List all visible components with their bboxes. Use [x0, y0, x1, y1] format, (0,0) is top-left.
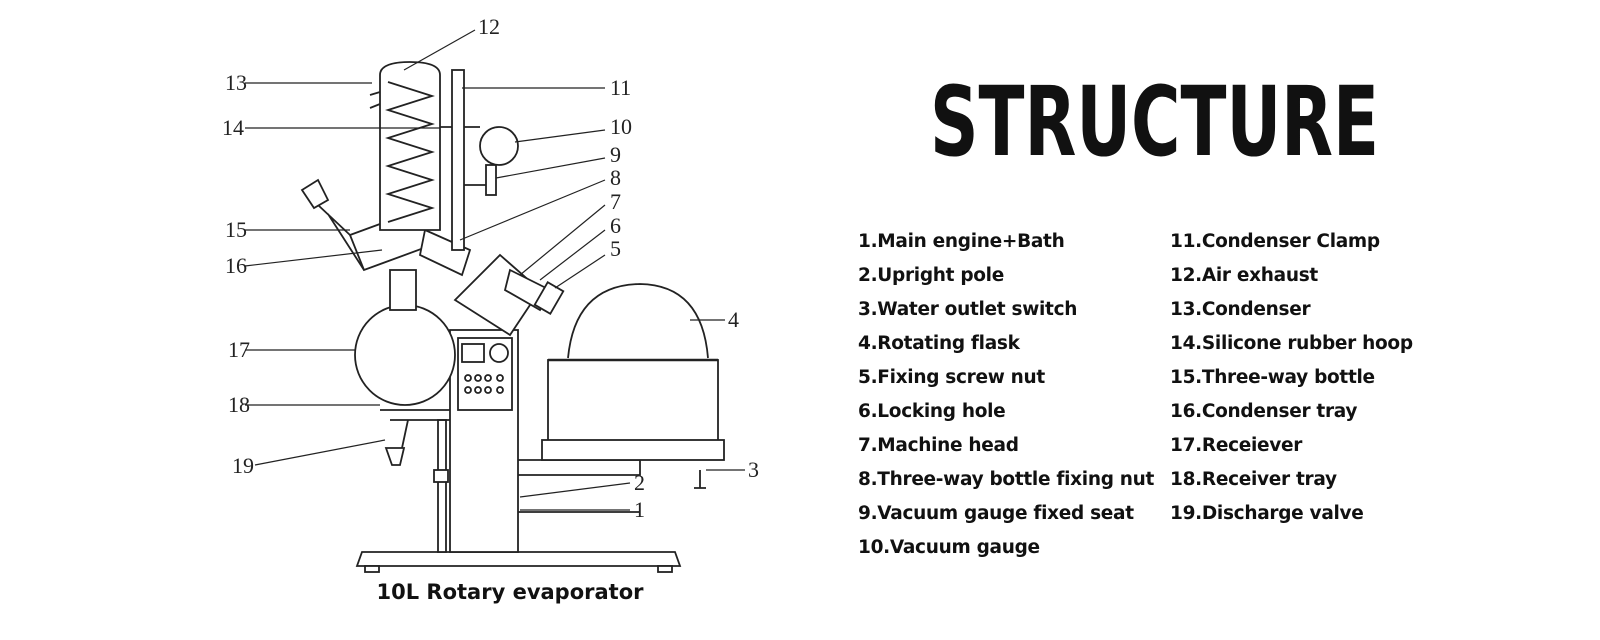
page-title: STRUCTURE: [930, 66, 1380, 178]
upright-pole: [433, 419, 449, 553]
legend-item: 14.Silicone rubber hoop: [1170, 333, 1413, 354]
legend-column-right: 11.Condenser Clamp 12.Air exhaust 13.Con…: [1170, 228, 1413, 534]
diagram-caption: 10L Rotary evaporator: [376, 580, 644, 604]
legend-item: 5.Fixing screw nut: [858, 367, 1045, 388]
legend-item: 2.Upright pole: [858, 265, 1004, 286]
callout-4: 4: [728, 307, 739, 332]
legend-item: 7.Machine head: [858, 435, 1019, 456]
legend-item: 8.Three-way bottle fixing nut: [858, 469, 1155, 490]
callout-5: 5: [610, 236, 621, 261]
legend-item: 17.Receiever: [1170, 435, 1303, 456]
callout-14: 14: [222, 115, 244, 140]
receiver-flask: [354, 269, 456, 466]
legend-item: 11.Condenser Clamp: [1170, 231, 1380, 252]
callout-12: 12: [478, 14, 500, 39]
callout-15: 15: [225, 217, 247, 242]
legend-item: 6.Locking hole: [858, 401, 1006, 422]
machine-head: [453, 253, 565, 337]
legend-item: 4.Rotating flask: [858, 333, 1020, 354]
leader-lines: [244, 29, 745, 511]
callout-17: 17: [228, 337, 250, 362]
legend-item: 15.Three-way bottle: [1170, 367, 1375, 388]
callout-6: 6: [610, 213, 621, 238]
callout-19: 19: [232, 453, 254, 478]
legend-item: 19.Discharge valve: [1170, 503, 1364, 524]
main-engine: [449, 329, 641, 553]
callout-16: 16: [225, 253, 247, 278]
legend-item: 12.Air exhaust: [1170, 265, 1318, 286]
legend-item: 13.Condenser: [1170, 299, 1311, 320]
vacuum-gauge: [451, 69, 519, 251]
legend-item: 16.Condenser tray: [1170, 401, 1358, 422]
callout-3: 3: [748, 457, 759, 482]
rotary-evaporator-diagram: 1 2 3 4 5 6 7 8 9 10 11 12 13 14 15 16 1…: [222, 14, 759, 573]
base-plate: [355, 551, 682, 573]
callout-1: 1: [634, 497, 645, 522]
callout-8: 8: [610, 165, 621, 190]
heating-bath: [541, 359, 725, 489]
callout-13: 13: [225, 70, 247, 95]
legend-item: 1.Main engine+Bath: [858, 231, 1065, 252]
legend-column-left: 1.Main engine+Bath 2.Upright pole 3.Wate…: [858, 228, 1154, 568]
legend-item: 10.Vacuum gauge: [858, 537, 1040, 558]
legend-item: 18.Receiver tray: [1170, 469, 1337, 490]
callout-10: 10: [610, 114, 632, 139]
callout-7: 7: [610, 189, 621, 214]
legend-item: 9.Vacuum gauge fixed seat: [858, 503, 1134, 524]
callout-11: 11: [610, 75, 631, 100]
legend-item: 3.Water outlet switch: [858, 299, 1078, 320]
callout-9: 9: [610, 142, 621, 167]
condenser: [369, 61, 480, 231]
callout-numbers: 1 2 3 4 5 6 7 8 9 10 11 12 13 14 15 16 1…: [222, 14, 759, 522]
rotating-flask: [548, 283, 718, 362]
callout-2: 2: [634, 470, 645, 495]
callout-18: 18: [228, 392, 250, 417]
